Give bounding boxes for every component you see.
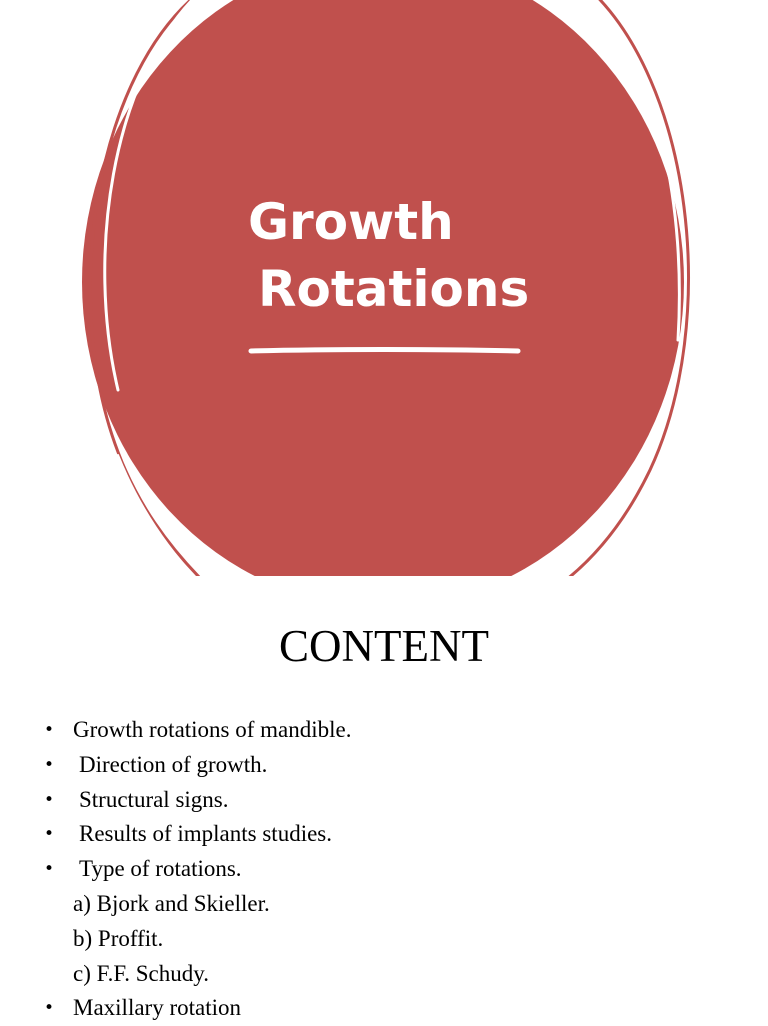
sub-item-text: a) Bjork and Skieller. [73,890,270,916]
list-item: • Maxillary rotation [0,991,768,1026]
list-item-text: Structural signs. [79,786,229,812]
sub-item-text: b) Proffit. [73,925,164,951]
list-item: • Structural signs. [0,783,768,818]
list-item-text: Maxillary rotation [73,995,241,1021]
bullet-glyph: • [44,998,55,1019]
bullet-glyph: • [44,859,55,880]
list-item: • Growth rotations of mandible. [0,713,768,748]
bullet-glyph: • [44,789,55,810]
title-circle-highlight-left [103,0,195,392]
list-item-text: Growth rotations of mandible. [73,717,352,742]
title-circle [82,0,684,576]
list-item: c) F.F. Schudy. [0,957,768,992]
title-slide: Growth Rotations [82,0,690,576]
list-item-text: Type of rotations. [79,856,242,882]
bullet-glyph: • [44,824,55,845]
list-item: • Type of rotations. [0,852,768,887]
list-item: • Results of implants studies. [0,817,768,852]
title-circle-highlight-bottom-left [117,454,196,576]
title-circle-graphic [82,0,690,576]
sub-item-text: c) F.F. Schudy. [73,960,210,986]
list-item: b) Proffit. [0,922,768,957]
title-underline [248,347,521,354]
content-list: • Growth rotations of mandible. • Direction… [0,713,768,1026]
title-circle-outline-left [88,0,201,576]
list-item: • Direction of growth. [0,748,768,783]
bullet-glyph: • [44,754,55,775]
list-item-text: Direction of growth. [79,751,268,777]
content-heading: CONTENT [279,621,489,671]
title-circle-highlight-right [591,0,681,342]
title-line-growth: Growth [248,193,454,251]
title-line-rotations: Rotations [258,260,530,318]
list-item: a) Bjork and Skieller. [0,887,768,922]
title-circle-outline-right [568,0,690,576]
list-item-text: Results of implants studies. [79,821,332,847]
bullet-glyph: • [44,720,55,740]
